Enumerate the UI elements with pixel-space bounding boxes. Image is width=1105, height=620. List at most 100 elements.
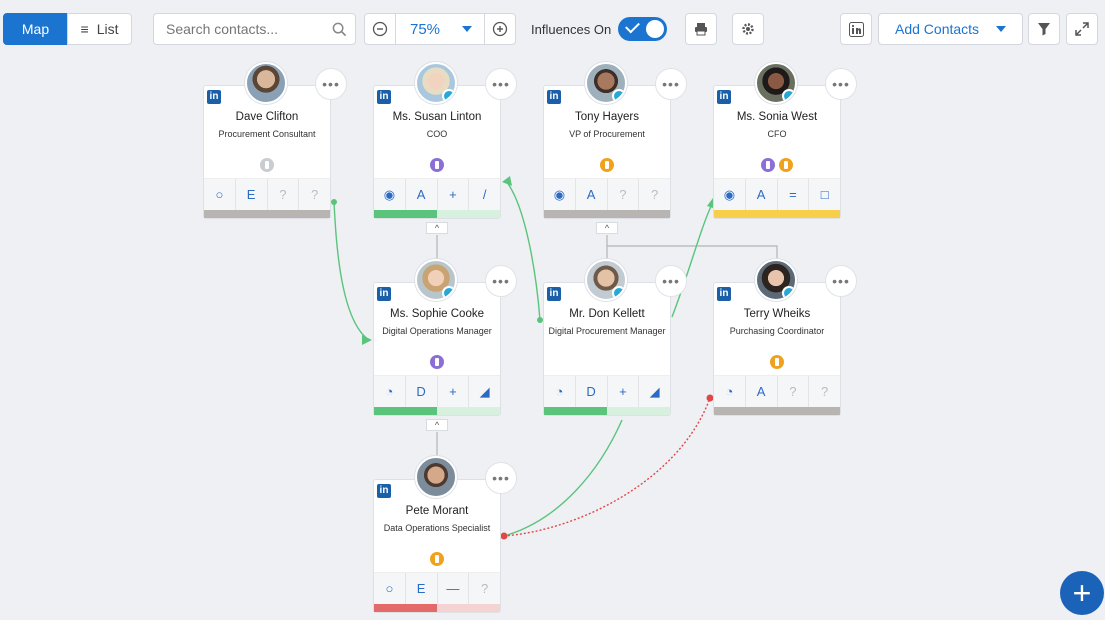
collapse-toggle[interactable]: ^ <box>596 222 618 234</box>
circle-dot-icon[interactable]: ◉ <box>544 179 576 210</box>
question-icon[interactable]: ? <box>311 187 319 202</box>
more-options-button[interactable]: ••• <box>485 462 517 494</box>
pie-icon[interactable]: ◔ <box>374 376 406 407</box>
linkedin-icon[interactable]: in <box>717 287 731 301</box>
more-options-button[interactable]: ••• <box>315 68 347 100</box>
zoom-in-button[interactable] <box>484 13 516 45</box>
contact-title: Procurement Consultant <box>218 129 316 139</box>
more-options-button[interactable]: ••• <box>655 265 687 297</box>
question-icon[interactable]: ? <box>481 581 489 596</box>
lightning-icon <box>600 158 614 172</box>
view-list-button[interactable]: ≡ List <box>67 13 132 45</box>
circle-dot-icon[interactable]: ◉ <box>374 179 406 210</box>
plus-icon[interactable]: + <box>608 376 640 407</box>
contact-card[interactable]: in Mr. Don Kellett Digital Procurement M… <box>543 282 671 416</box>
linkedin-icon[interactable]: in <box>207 90 221 104</box>
triangle-icon[interactable]: ◢ <box>649 383 660 399</box>
attribute-row: ◔ D + ◢ <box>544 375 670 407</box>
add-button[interactable]: + <box>1060 571 1104 615</box>
circle-dot-icon[interactable]: ◉ <box>714 179 746 210</box>
linkedin-icon[interactable]: in <box>377 484 391 498</box>
question-icon[interactable]: ? <box>268 179 300 210</box>
role-letter[interactable]: D <box>406 376 438 407</box>
question-icon[interactable]: ? <box>651 187 659 202</box>
arrow-head <box>362 335 372 345</box>
fullscreen-button[interactable] <box>1066 13 1098 45</box>
print-button[interactable] <box>685 13 717 45</box>
zoom-value: 75% <box>410 20 441 38</box>
question-icon[interactable]: ? <box>778 376 810 407</box>
avatar <box>755 259 797 301</box>
contact-card[interactable]: in Terry Wheiks Purchasing Coordinator ◔… <box>713 282 841 416</box>
contact-title: Digital Operations Manager <box>382 326 492 336</box>
pie-icon[interactable]: ◔ <box>544 376 576 407</box>
role-letter[interactable]: E <box>236 179 268 210</box>
view-map-button[interactable]: Map <box>3 13 68 45</box>
equals-icon[interactable]: = <box>778 179 810 210</box>
arrow-head <box>502 176 512 186</box>
attribute-row: ○ E — ? <box>374 572 500 604</box>
contact-title: VP of Procurement <box>569 129 645 139</box>
check-icon <box>625 18 640 34</box>
chevron-down-icon <box>462 26 472 32</box>
role-letter[interactable]: A <box>406 179 438 210</box>
attribute-row: ◉ A = □ <box>714 178 840 210</box>
more-options-button[interactable]: ••• <box>485 68 517 100</box>
chevron-down-icon <box>996 26 1006 32</box>
linkedin-icon[interactable]: in <box>547 287 561 301</box>
more-options-button[interactable]: ••• <box>825 265 857 297</box>
attribute-row: ○ E ? ? <box>204 178 330 210</box>
linkedin-icon[interactable]: in <box>377 287 391 301</box>
contact-name: Ms. Susan Linton <box>392 111 482 123</box>
contact-name: Terry Wheiks <box>743 308 811 320</box>
contact-card[interactable]: in Pete Morant Data Operations Specialis… <box>373 479 501 613</box>
contact-card[interactable]: in Ms. Sonia West CFO ◉ A = □ <box>713 85 841 219</box>
more-options-button[interactable]: ••• <box>655 68 687 100</box>
collapse-toggle[interactable]: ^ <box>426 419 448 431</box>
contact-card[interactable]: in Tony Hayers VP of Procurement ◉ A ? ? <box>543 85 671 219</box>
minus-icon[interactable]: — <box>438 573 470 604</box>
role-letter[interactable]: D <box>576 376 608 407</box>
avatar <box>415 456 457 498</box>
contact-name: Dave Clifton <box>235 111 299 123</box>
add-contacts-label: Add Contacts <box>895 21 980 37</box>
contact-card[interactable]: in Ms. Sophie Cooke Digital Operations M… <box>373 282 501 416</box>
settings-button[interactable] <box>732 13 764 45</box>
contact-card[interactable]: in Dave Clifton Procurement Consultant ○… <box>203 85 331 219</box>
plus-icon[interactable]: + <box>438 376 470 407</box>
linkedin-icon[interactable]: in <box>547 90 561 104</box>
contact-card[interactable]: in Ms. Susan Linton COO ◉ A + / <box>373 85 501 219</box>
search-box[interactable] <box>153 13 356 45</box>
linkedin-icon[interactable]: in <box>377 90 391 104</box>
influencer-icon <box>761 158 775 172</box>
plus-icon: + <box>1072 574 1092 611</box>
zoom-out-button[interactable] <box>364 13 396 45</box>
add-contacts-button[interactable]: Add Contacts <box>878 13 1023 45</box>
linkedin-icon[interactable]: in <box>717 90 731 104</box>
slash-icon[interactable]: / <box>482 187 487 202</box>
influences-toggle[interactable] <box>618 17 667 41</box>
status-bar <box>544 407 670 415</box>
plus-icon[interactable]: + <box>438 179 470 210</box>
avatar <box>755 62 797 104</box>
search-input[interactable] <box>166 21 326 37</box>
role-letter[interactable]: E <box>406 573 438 604</box>
print-icon <box>695 23 707 36</box>
pie-icon[interactable]: ◔ <box>714 376 746 407</box>
status-bar <box>204 210 330 218</box>
filter-button[interactable] <box>1028 13 1060 45</box>
square-icon[interactable]: □ <box>820 187 829 202</box>
role-letter[interactable]: A <box>576 179 608 210</box>
question-icon[interactable]: ? <box>821 384 829 399</box>
role-letter[interactable]: A <box>746 376 778 407</box>
more-options-button[interactable]: ••• <box>485 265 517 297</box>
more-options-button[interactable]: ••• <box>825 68 857 100</box>
role-letter[interactable]: A <box>746 179 778 210</box>
circle-outline-icon[interactable]: ○ <box>204 179 236 210</box>
triangle-icon[interactable]: ◢ <box>479 383 490 399</box>
zoom-select[interactable]: 75% <box>395 13 485 45</box>
linkedin-button[interactable] <box>840 13 872 45</box>
collapse-toggle[interactable]: ^ <box>426 222 448 234</box>
circle-outline-icon[interactable]: ○ <box>374 573 406 604</box>
question-icon[interactable]: ? <box>608 179 640 210</box>
